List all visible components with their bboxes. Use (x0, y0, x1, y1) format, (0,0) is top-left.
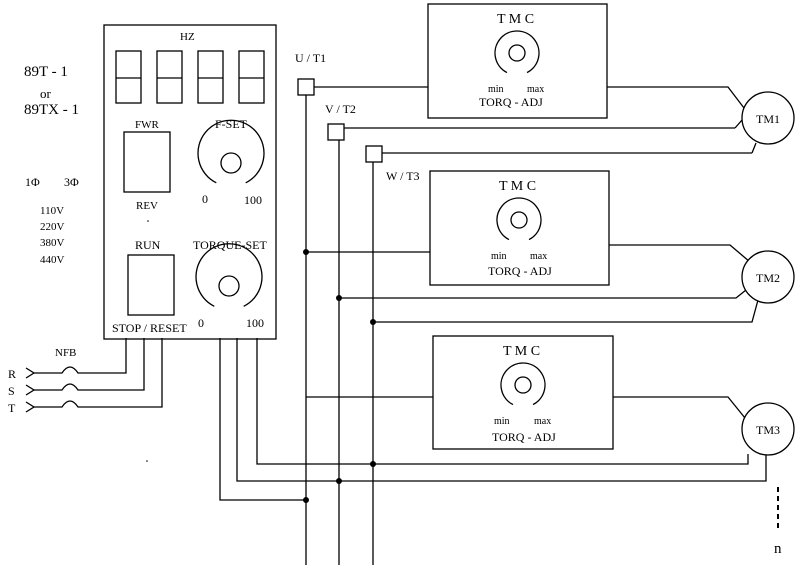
tmc-min-label: min (491, 251, 507, 262)
terminal-v (327, 123, 345, 141)
torque-set-knob[interactable] (195, 243, 263, 307)
tmc-adj-label: TORQ - ADJ (492, 430, 556, 444)
tmc-unit-3: T M C min max TORQ - ADJ (432, 335, 614, 450)
tmc-min-label: min (494, 416, 510, 427)
torque-max-label: 100 (246, 316, 264, 330)
torque-set-label: TORQUE-SET (193, 238, 267, 252)
tm1-wiring (314, 86, 757, 154)
voltage-220: 220V (40, 221, 65, 233)
fset-knob[interactable] (197, 119, 265, 184)
tmc-title: T M C (499, 179, 536, 194)
tmc-unit-2: T M C min max TORQ - ADJ (429, 170, 610, 286)
fset-max-label: 100 (244, 193, 262, 207)
tmc-adj-label: TORQ - ADJ (488, 264, 552, 278)
model-label-1: 89T - 1 (24, 64, 68, 80)
hz-label: HZ (180, 31, 195, 43)
input-r-label: R (8, 367, 16, 381)
continuation-label: n (774, 541, 782, 557)
phase-single-label: 1Φ (25, 175, 40, 189)
fset-min-label: 0 (202, 192, 208, 206)
rev-label: REV (136, 200, 158, 212)
tmc-title: T M C (503, 344, 540, 359)
junction-dots (303, 249, 376, 503)
tmc-max-label: max (534, 416, 551, 427)
tmc-max-label: max (527, 84, 544, 95)
motor-tm1: TM1 (741, 91, 795, 145)
terminal-v-label: V / T2 (325, 102, 356, 116)
motor-tm2: TM2 (741, 250, 795, 304)
input-t-label: T (8, 401, 16, 415)
controller-panel: HZ FWR REV F-SET 0 100 RUN STOP / RESET … (103, 24, 277, 340)
phase-three-label: 3Φ (64, 175, 79, 189)
hz-display (115, 50, 265, 104)
motor-label: TM2 (756, 271, 780, 285)
terminal-w (365, 145, 383, 163)
motor-tm3: TM3 (741, 402, 795, 456)
stop-reset-label: STOP / RESET (112, 321, 187, 335)
tmc-unit-1: T M C min max TORQ - ADJ (427, 3, 608, 119)
model-label-or: or (40, 86, 52, 101)
tm2-wiring (306, 244, 759, 323)
fwr-rev-button[interactable] (123, 131, 171, 193)
tmc-max-label: max (530, 251, 547, 262)
power-input: NFB R S T (8, 338, 163, 415)
run-label: RUN (135, 238, 161, 252)
voltage-380: 380V (40, 237, 65, 249)
terminal-u-label: U / T1 (295, 51, 326, 65)
motor-label: TM3 (756, 423, 780, 437)
voltage-110: 110V (40, 205, 64, 217)
tmc-min-label: min (488, 84, 504, 95)
run-stop-button[interactable] (127, 254, 175, 316)
tmc-title: T M C (497, 12, 534, 27)
tmc-adj-label: TORQ - ADJ (479, 95, 543, 109)
fset-label: F-SET (215, 117, 248, 131)
vertical-bus (305, 87, 374, 565)
stray-dot (146, 460, 148, 462)
nfb-label: NFB (55, 347, 76, 359)
motor-label: TM1 (756, 112, 780, 126)
input-s-label: S (8, 384, 15, 398)
stray-dot (147, 220, 149, 222)
voltage-440: 440V (40, 254, 65, 266)
model-label-2: 89TX - 1 (24, 102, 79, 118)
terminal-u (297, 78, 315, 96)
terminal-w-label: W / T3 (386, 169, 420, 183)
output-bus-wires (219, 338, 767, 501)
torque-min-label: 0 (198, 316, 204, 330)
fwr-label: FWR (135, 119, 160, 131)
tm3-wiring (306, 396, 746, 419)
